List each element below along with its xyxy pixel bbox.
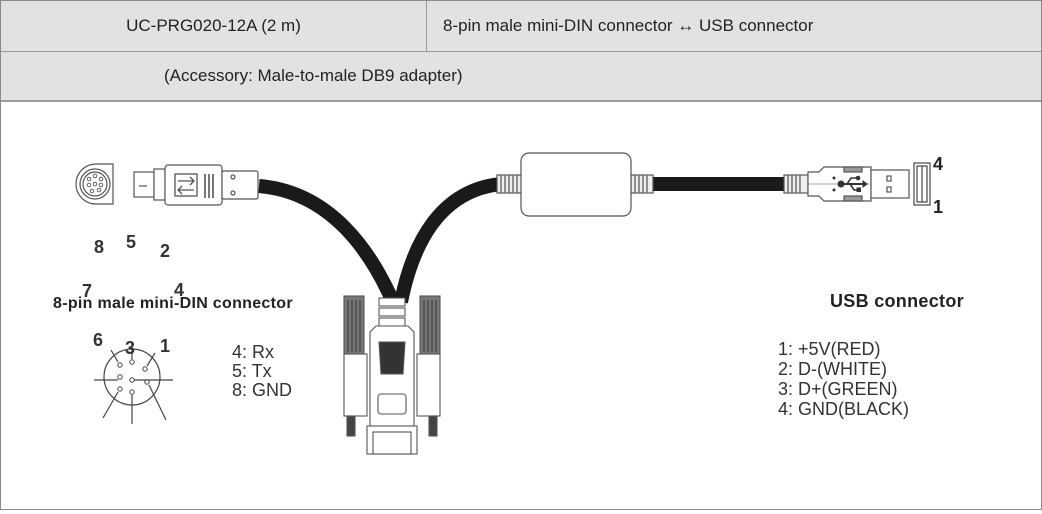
usb-title: USB connector — [830, 291, 964, 311]
mini-din-face-icon — [75, 163, 114, 205]
mini-din-pinout-item: 5: Tx — [232, 361, 272, 381]
cable-usb — [641, 177, 791, 191]
pin-label-3: 3 — [125, 338, 136, 358]
pin-label-4: 4 — [174, 280, 185, 300]
pin-label-2: 2 — [160, 241, 171, 261]
db9-connector-icon — [343, 295, 441, 455]
cable-illustration — [75, 152, 931, 455]
mini-din-pin-diagram — [94, 342, 173, 424]
mini-din-plug-icon — [133, 164, 259, 206]
mini-din-pinout-item: 4: Rx — [232, 342, 275, 362]
usb-end-label-top: 4 — [933, 154, 944, 174]
usb-pinout-item: 1: +5V(RED) — [778, 339, 881, 359]
usb-pinout-item: 3: D+(GREEN) — [778, 379, 898, 399]
usb-trident-icon — [832, 175, 868, 192]
cable-right — [394, 177, 502, 304]
usb-end-label-bottom: 1 — [933, 197, 944, 217]
mini-din-title: 8-pin male mini-DIN connector — [53, 295, 293, 312]
accessory-row: (Accessory: Male-to-male DB9 adapter) — [1, 52, 1041, 102]
pin-label-6: 6 — [93, 330, 104, 350]
pin-label-8: 8 — [94, 237, 105, 257]
cable-diagram: 1 2 3 4 5 6 7 8 8-pin male mini-DIN conn… — [1, 102, 1041, 509]
mini-din-pinout-item: 8: GND — [232, 380, 293, 400]
usb-port-face-icon — [913, 162, 931, 206]
usb-pinout-item: 2: D-(WHITE) — [778, 359, 887, 379]
pin-label-7: 7 — [82, 281, 93, 301]
usb-pinout-item: 4: GND(BLACK) — [778, 399, 910, 419]
description-cell: 8-pin male mini-DIN connector ↔ USB conn… — [443, 16, 814, 35]
header-row: UC-PRG020-12A (2 m) 8-pin male mini-DIN … — [1, 1, 1041, 52]
converter-box-icon — [496, 152, 654, 217]
mini-din-pinout: 4: Rx 5: Tx 8: GND — [232, 343, 292, 400]
usb-pinout: 1: +5V(RED) 2: D-(WHITE) 3: D+(GREEN) 4:… — [778, 339, 909, 419]
model-cell: UC-PRG020-12A (2 m) — [1, 1, 427, 51]
accessory-cell: (Accessory: Male-to-male DB9 adapter) — [164, 66, 463, 85]
cable-left — [258, 179, 400, 305]
transfer-arrows-icon — [174, 173, 198, 197]
pin-label-1: 1 — [160, 336, 171, 356]
pin-label-5: 5 — [126, 232, 137, 252]
